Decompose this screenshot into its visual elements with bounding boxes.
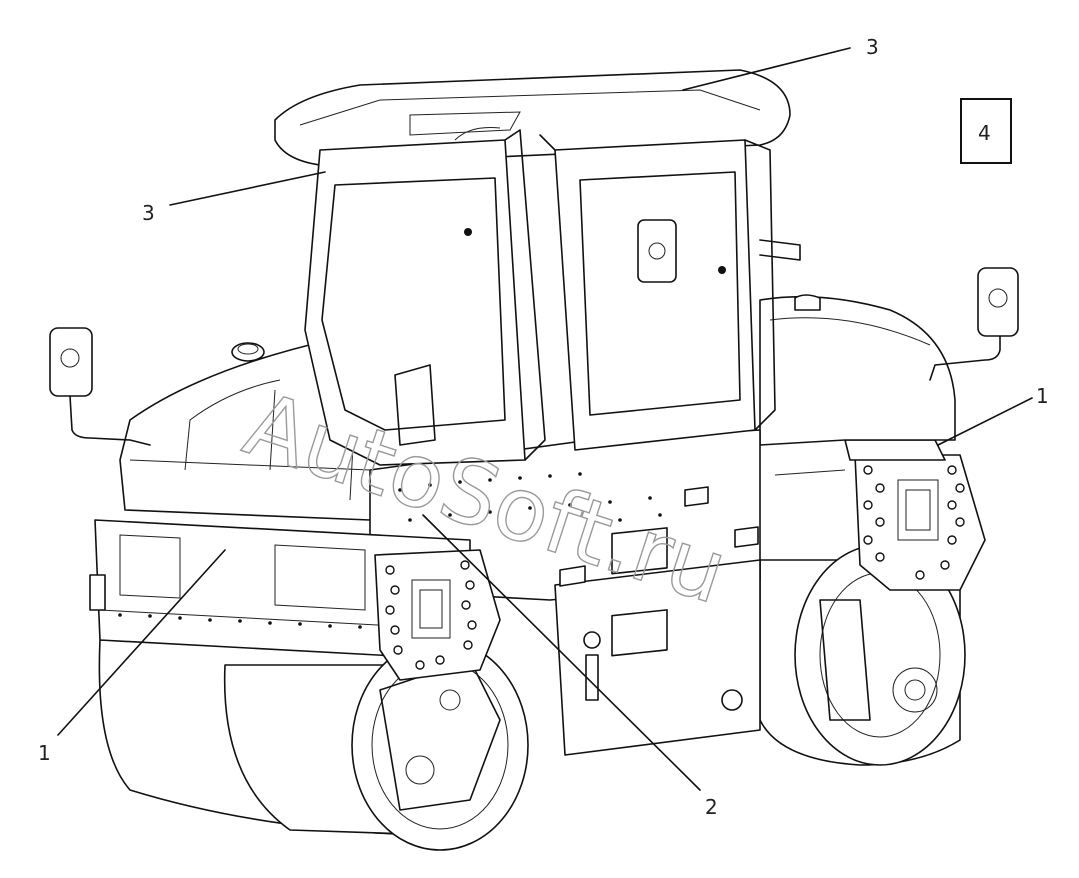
rivet bbox=[118, 613, 122, 617]
bolt bbox=[863, 535, 873, 545]
bolt bbox=[955, 483, 965, 493]
callout-box-4: 4 bbox=[960, 98, 1012, 164]
right-mirror bbox=[929, 267, 1019, 381]
front-frame-plate bbox=[374, 549, 501, 681]
callout-roof-left: 3 bbox=[142, 201, 155, 225]
operator-cab bbox=[274, 69, 821, 466]
front-drum bbox=[98, 639, 529, 851]
rivet bbox=[548, 474, 552, 478]
rivet bbox=[358, 625, 362, 629]
bolt bbox=[461, 600, 471, 610]
leader-lines bbox=[57, 47, 1033, 791]
bolt bbox=[435, 655, 445, 665]
rivet bbox=[268, 621, 272, 625]
rivet bbox=[298, 622, 302, 626]
bolt bbox=[463, 640, 473, 650]
bolt bbox=[947, 500, 957, 510]
rivet bbox=[428, 483, 432, 487]
rivet bbox=[658, 513, 662, 517]
rivet bbox=[578, 472, 582, 476]
bolt bbox=[415, 660, 425, 670]
rivet bbox=[238, 619, 242, 623]
callout-box-label: 4 bbox=[978, 121, 991, 145]
bolt bbox=[875, 517, 885, 527]
bolt bbox=[460, 560, 470, 570]
rear-frame-plate bbox=[844, 439, 986, 591]
rivet bbox=[648, 496, 652, 500]
rivet bbox=[448, 513, 452, 517]
bolt bbox=[863, 500, 873, 510]
bolt bbox=[863, 465, 873, 475]
rivet bbox=[458, 480, 462, 484]
rivet bbox=[518, 476, 522, 480]
rivet bbox=[408, 518, 412, 522]
warning-decal bbox=[559, 486, 759, 587]
bolt bbox=[940, 560, 950, 570]
rivet bbox=[618, 518, 622, 522]
bolt bbox=[393, 645, 403, 655]
bolt bbox=[947, 465, 957, 475]
bolt bbox=[385, 565, 395, 575]
bolt bbox=[947, 535, 957, 545]
bolt bbox=[875, 552, 885, 562]
callout-roof-right: 3 bbox=[866, 35, 879, 59]
bolt bbox=[467, 620, 477, 630]
rivet bbox=[528, 506, 532, 510]
bolt bbox=[955, 517, 965, 527]
callout-drum-front: 1 bbox=[38, 741, 51, 765]
rivet bbox=[488, 510, 492, 514]
callout-drum-rear: 1 bbox=[1036, 384, 1049, 408]
bolt bbox=[385, 605, 395, 615]
left-mirror bbox=[49, 327, 151, 446]
rivet bbox=[568, 503, 572, 507]
bolt bbox=[390, 625, 400, 635]
bolt bbox=[875, 483, 885, 493]
rivet bbox=[488, 478, 492, 482]
rivet bbox=[208, 618, 212, 622]
callout-labels: 3 3 1 1 2 bbox=[38, 35, 1049, 819]
callout-body-center: 2 bbox=[705, 795, 718, 819]
machine-body bbox=[119, 295, 956, 756]
rivet bbox=[148, 614, 152, 618]
bolt bbox=[390, 585, 400, 595]
rivet bbox=[328, 624, 332, 628]
rivet bbox=[178, 616, 182, 620]
bolt bbox=[915, 570, 925, 580]
bolt bbox=[465, 580, 475, 590]
rivet bbox=[398, 488, 402, 492]
rivet bbox=[608, 500, 612, 504]
